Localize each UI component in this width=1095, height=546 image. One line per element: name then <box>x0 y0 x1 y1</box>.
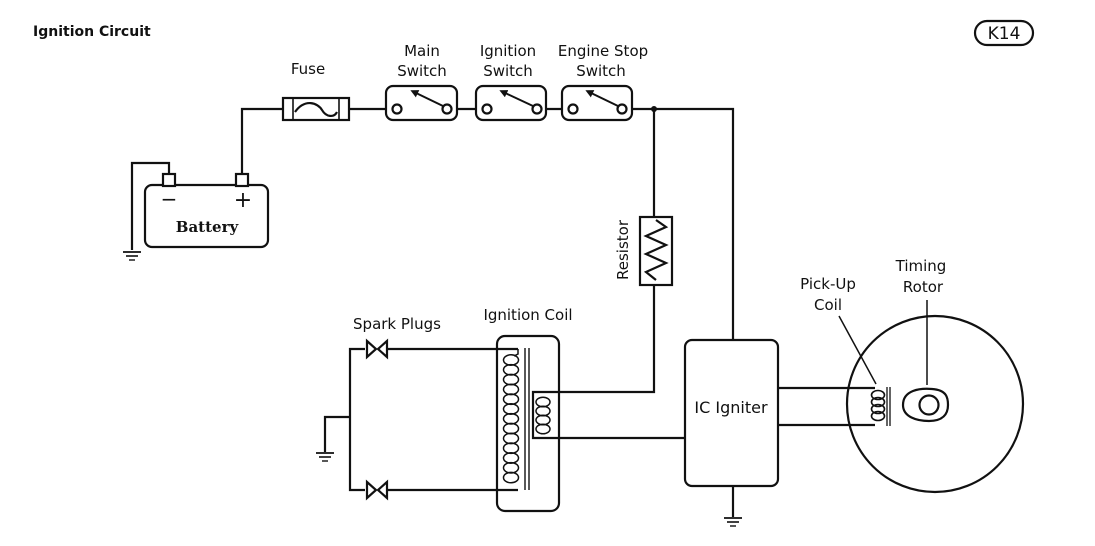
ignition-coil: Ignition Coil <box>483 306 573 513</box>
ground-symbol-plugs <box>315 452 335 462</box>
spark-plugs-label: Spark Plugs <box>353 315 441 333</box>
ignition-switch-label-2: Switch <box>483 62 533 80</box>
ic-igniter-label: IC Igniter <box>694 398 768 417</box>
page-code-text: K14 <box>988 24 1021 44</box>
engine-stop-switch: Engine Stop Switch <box>558 42 648 122</box>
primary-winding-loop <box>535 423 551 435</box>
fuse-label: Fuse <box>291 60 325 78</box>
wire-plugs-to-ground <box>323 415 350 452</box>
battery-negative-sign: − <box>161 187 178 211</box>
main-switch-label-1: Main <box>404 42 440 60</box>
timing-rotor <box>901 387 950 423</box>
main-switch-label-2: Switch <box>397 62 447 80</box>
ground-symbol-igniter <box>723 517 743 527</box>
wire-battery-to-ground <box>130 161 171 250</box>
battery-label: Battery <box>176 218 240 236</box>
engine-stop-switch-label-2: Switch <box>576 62 626 80</box>
resistor: Resistor <box>614 215 674 287</box>
pickup-coil-label-2: Coil <box>814 296 842 314</box>
main-switch: Main Switch <box>384 42 459 122</box>
spark-plug-lower <box>365 479 389 501</box>
pickup-coil-leader <box>838 315 877 385</box>
wire-stop-switch-to-igniter <box>629 107 735 340</box>
ignition-coil-label: Ignition Coil <box>483 306 572 324</box>
engine-stop-switch-label-1: Engine Stop <box>558 42 648 60</box>
ignition-switch: Ignition Switch <box>474 42 548 122</box>
timing-rotor-label-2: Rotor <box>903 278 944 296</box>
secondary-winding-loop <box>502 471 520 484</box>
battery: − + Battery <box>143 172 270 249</box>
ic-igniter: IC Igniter <box>683 338 780 488</box>
secondary-winding <box>502 349 520 484</box>
diagram-title: Ignition Circuit <box>33 24 151 40</box>
pickup-coil <box>870 387 891 426</box>
timing-rotor-label-1: Timing <box>895 257 947 275</box>
battery-positive-sign: + <box>234 188 252 213</box>
pickup-coil-label-1: Pick-Up <box>800 275 856 293</box>
ground-symbol-battery <box>122 251 142 261</box>
page-code-badge: K14 <box>973 19 1035 47</box>
resistor-label: Resistor <box>614 219 632 280</box>
primary-winding <box>535 396 551 435</box>
wire-plugs-common <box>348 347 365 492</box>
fuse: Fuse <box>281 60 351 122</box>
wire-battery-to-fuse <box>240 107 283 180</box>
spark-plug-upper <box>365 338 389 360</box>
wire-resistor-to-coil-primary <box>533 285 656 394</box>
timing-rotor-housing <box>845 314 1025 494</box>
ignition-switch-label-1: Ignition <box>480 42 536 60</box>
